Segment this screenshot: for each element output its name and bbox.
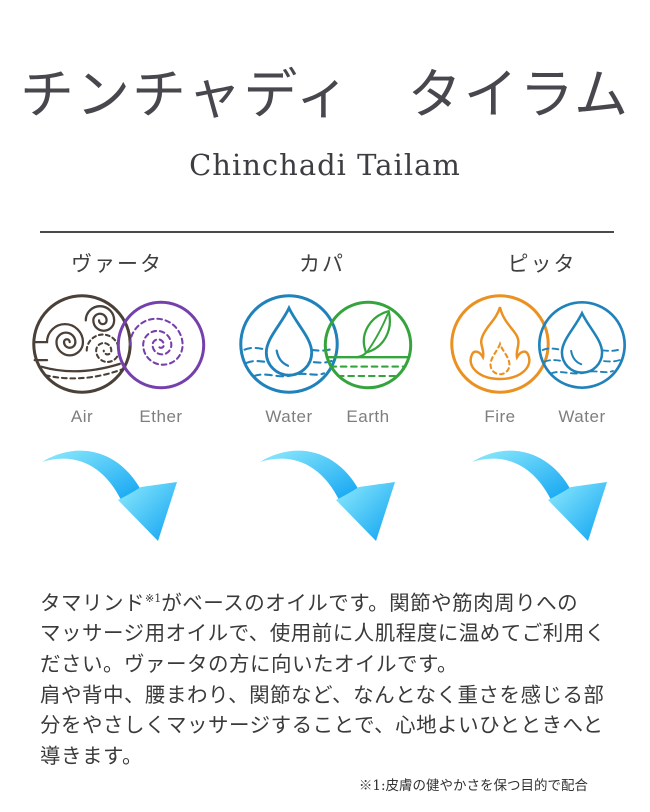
element-label-fire: Fire — [484, 407, 516, 426]
description-line: 分をやさしくマッサージすることで、心地よいひとときへと — [40, 713, 604, 738]
element-label-air: Air — [70, 407, 94, 426]
curved-down-arrow-icon — [258, 446, 398, 546]
description-line: ださい。ヴァータの方に向いたオイルです。 — [40, 652, 458, 677]
description-text: がベースのオイルです。関節や筋肉周りへの — [161, 590, 579, 615]
water-icon — [237, 292, 341, 396]
divider — [40, 231, 614, 233]
curved-down-arrow-icon — [470, 446, 610, 546]
element-label-ether: Ether — [139, 407, 183, 426]
page-subtitle: Chinchadi Tailam — [189, 148, 461, 182]
description-line: タマリンド※1がベースのオイルです。関節や筋肉周りへの — [40, 584, 615, 618]
description-line: 導きます。 — [40, 743, 143, 768]
element-label-water: Water — [265, 407, 313, 426]
description-line: 肩や背中、腰まわり、関節など、なんとなく重さを感じる部 — [40, 682, 605, 707]
dosha-label-kapha: カパ — [299, 253, 345, 276]
dosha-label-pitta: ピッタ — [507, 253, 577, 276]
description-text: タマリンド — [40, 590, 145, 615]
description-line: マッサージ用オイルで、使用前に人肌程度に温めてご利用く — [40, 621, 606, 646]
footnote: ※1:皮膚の健やかさを保つ目的で配合 — [358, 778, 588, 794]
ether-icon — [115, 299, 207, 391]
page-title: チンチャディ タイラム — [19, 63, 631, 126]
element-label-water2: Water — [558, 407, 606, 426]
element-label-earth: Earth — [346, 407, 390, 426]
curved-down-arrow-icon — [40, 446, 180, 546]
description: タマリンド※1がベースのオイルです。関節や筋肉周りへの マッサージ用オイルで、使… — [40, 584, 615, 771]
earth-icon — [322, 299, 414, 391]
footnote-marker: ※1 — [145, 592, 162, 605]
dosha-label-vata: ヴァータ — [71, 253, 163, 276]
water-icon — [536, 299, 628, 391]
fire-icon — [448, 292, 552, 396]
